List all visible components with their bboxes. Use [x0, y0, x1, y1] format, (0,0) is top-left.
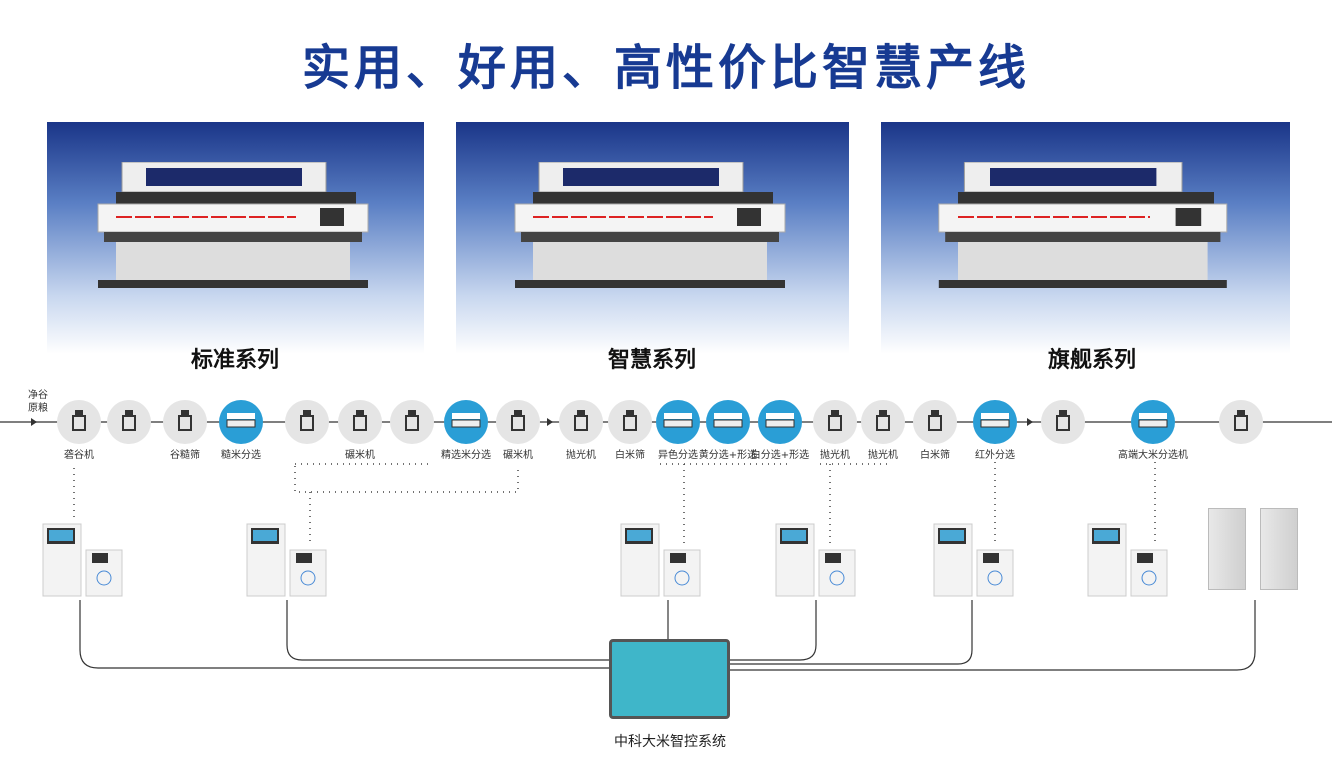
- color-sorter-image: [514, 162, 785, 288]
- sorter-control-unit: [775, 523, 856, 597]
- huller-icon: [68, 408, 90, 436]
- process-node-label: 白分选+形选: [750, 450, 810, 461]
- series-label: 标准系列: [190, 348, 279, 373]
- arrow-icon: [1027, 418, 1033, 426]
- raw-material-label: 净谷原粮: [28, 390, 48, 414]
- polisher-icon: [824, 408, 846, 436]
- process-node-label: 白米筛: [615, 450, 645, 461]
- process-node-label: 糙米分选: [221, 450, 261, 461]
- sorter-control-unit: [246, 523, 327, 597]
- process-node[interactable]: [608, 400, 652, 444]
- process-node[interactable]: [913, 400, 957, 444]
- process-node[interactable]: [861, 400, 905, 444]
- process-node-label: 高端大米分选机: [1118, 450, 1188, 461]
- process-node-label: 白米筛: [920, 450, 950, 461]
- process-node[interactable]: [656, 400, 700, 444]
- process-node[interactable]: [496, 400, 540, 444]
- sorter-control-unit: [620, 523, 701, 597]
- sorter-control-unit: [42, 523, 123, 597]
- process-node-label: 抛光机: [566, 450, 596, 461]
- process-node[interactable]: [444, 400, 488, 444]
- rice-grader-icon: [619, 408, 641, 436]
- color-sorter-icon: [765, 411, 795, 433]
- series-label: 智慧系列: [607, 348, 696, 373]
- series-label: 旗舰系列: [1047, 348, 1136, 373]
- arrow-icon: [547, 418, 553, 426]
- flagship-series-panel: [881, 122, 1290, 354]
- process-node-label: 精选米分选: [441, 450, 491, 461]
- process-node[interactable]: [57, 400, 101, 444]
- process-node[interactable]: [559, 400, 603, 444]
- process-node-label: 红外分选: [975, 450, 1015, 461]
- process-node[interactable]: [813, 400, 857, 444]
- process-node-label: 抛光机: [868, 450, 898, 461]
- process-node[interactable]: [219, 400, 263, 444]
- polisher-icon: [872, 408, 894, 436]
- process-node[interactable]: [706, 400, 750, 444]
- process-node[interactable]: [1131, 400, 1175, 444]
- whitener-icon: [401, 408, 423, 436]
- process-node-label: 碾米机: [503, 450, 533, 461]
- color-sorter-icon: [713, 411, 743, 433]
- color-sorter-icon: [1138, 411, 1168, 433]
- process-node-label: 黄分选+形选: [698, 450, 758, 461]
- standard-series-panel: [47, 122, 424, 354]
- rice-grader-icon: [924, 408, 946, 436]
- sorter-control-unit: [1087, 523, 1168, 597]
- process-node-label: 异色分选: [658, 450, 698, 461]
- process-node[interactable]: [1219, 400, 1263, 444]
- color-sorter-image: [97, 162, 368, 288]
- color-sorter-image: [937, 162, 1227, 288]
- color-sorter-icon: [980, 411, 1010, 433]
- process-node[interactable]: [107, 400, 151, 444]
- sorter-control-unit: [933, 523, 1014, 597]
- whitener-icon: [349, 408, 371, 436]
- process-node[interactable]: [973, 400, 1017, 444]
- control-system-screen[interactable]: [609, 639, 730, 719]
- process-node[interactable]: [163, 400, 207, 444]
- paddy-separator-icon: [174, 408, 196, 436]
- process-node[interactable]: [338, 400, 382, 444]
- process-node-label: 谷糙筛: [170, 450, 200, 461]
- process-node-label: 抛光机: [820, 450, 850, 461]
- polisher-icon: [570, 408, 592, 436]
- color-sorter-icon: [451, 411, 481, 433]
- process-node-label: 碾米机: [345, 450, 375, 461]
- color-sorter-icon: [663, 411, 693, 433]
- silo-icon: [1052, 408, 1074, 436]
- electrical-cabinet: [1260, 508, 1298, 590]
- process-node[interactable]: [390, 400, 434, 444]
- whitener-icon: [296, 408, 318, 436]
- whitener-icon: [507, 408, 529, 436]
- packer-icon: [1230, 408, 1252, 436]
- page-title: 实用、好用、高性价比智慧产线: [301, 40, 1030, 96]
- arrow-icon: [31, 418, 37, 426]
- color-sorter-icon: [226, 411, 256, 433]
- control-system-label: 中科大米智控系统: [614, 734, 726, 750]
- roller-icon: [118, 408, 140, 436]
- smart-series-panel: [456, 122, 849, 354]
- electrical-cabinet: [1208, 508, 1246, 590]
- process-node[interactable]: [1041, 400, 1085, 444]
- process-node[interactable]: [285, 400, 329, 444]
- process-node[interactable]: [758, 400, 802, 444]
- process-node-label: 砻谷机: [64, 450, 94, 461]
